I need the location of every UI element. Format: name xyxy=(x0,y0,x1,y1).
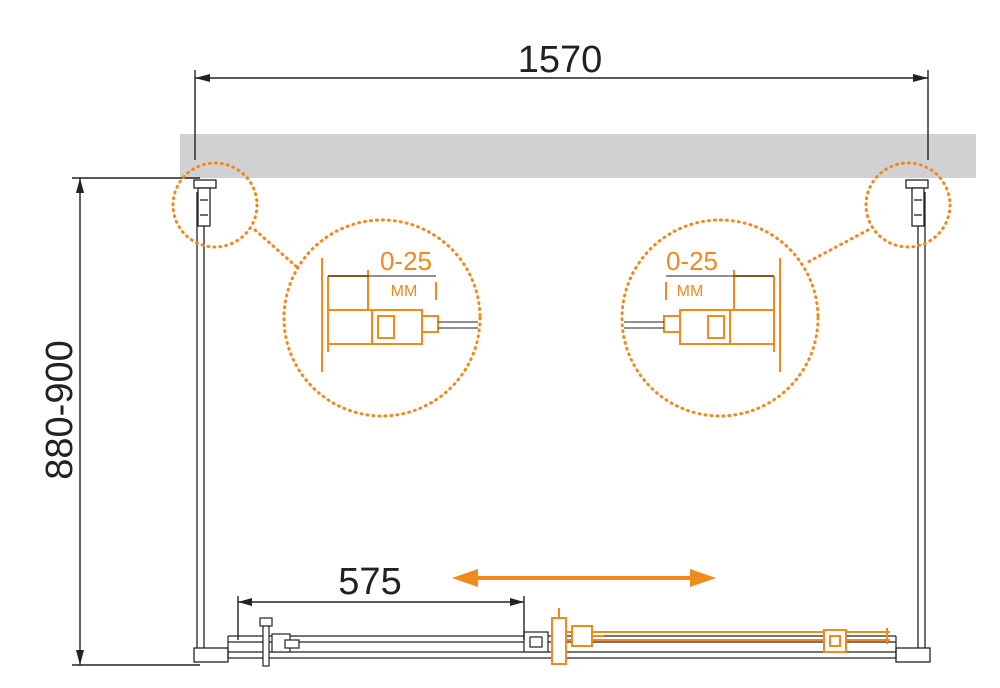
left-detail-callout xyxy=(171,161,482,418)
door-opening-dimension xyxy=(237,596,525,640)
width-label: 1570 xyxy=(518,39,603,81)
depth-dimension xyxy=(72,177,200,666)
sliding-door xyxy=(551,608,890,665)
right-detail-range: 0-25 xyxy=(666,246,718,276)
back-wall xyxy=(180,134,976,178)
width-dimension xyxy=(194,70,929,160)
fixed-panel-roller xyxy=(259,617,300,667)
right-detail-unit: MM xyxy=(677,283,704,300)
fixed-panel-stopper xyxy=(523,631,549,653)
door-opening-label: 575 xyxy=(338,561,401,603)
left-detail-range: 0-25 xyxy=(380,246,432,276)
depth-label: 880-900 xyxy=(39,340,81,479)
right-side-panel xyxy=(895,179,931,663)
right-detail-callout xyxy=(620,161,952,418)
sliding-direction-arrow xyxy=(452,569,716,587)
left-side-panel xyxy=(193,179,229,663)
left-detail-unit: MM xyxy=(391,283,418,300)
